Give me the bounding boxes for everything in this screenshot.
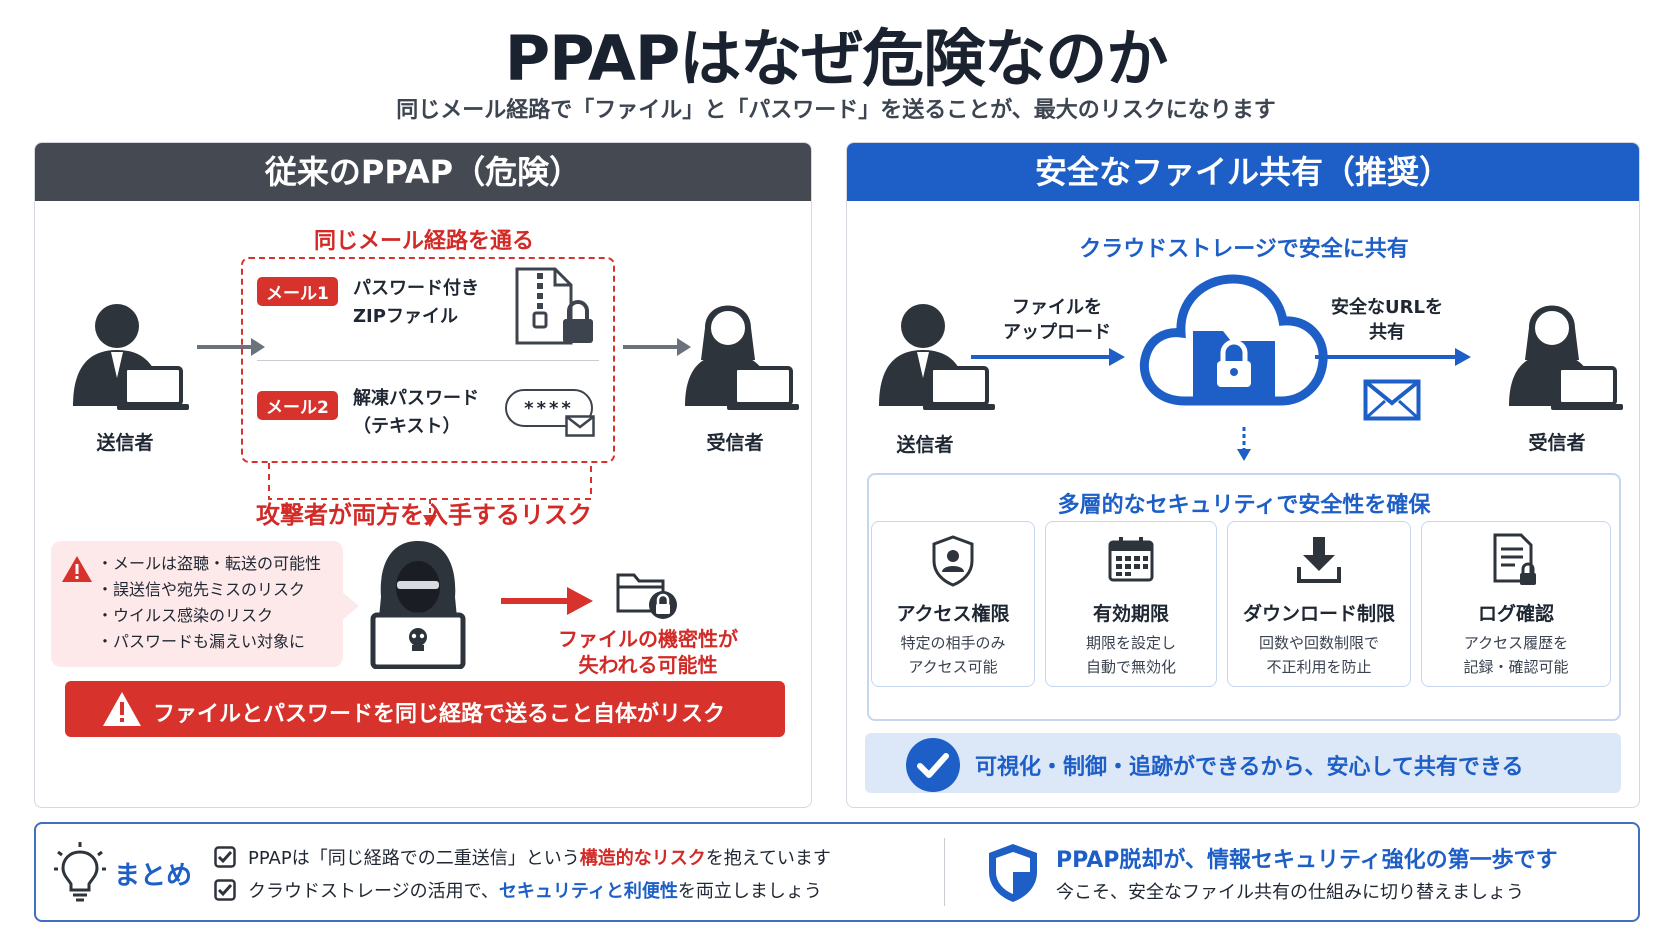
page-subtitle: 同じメール経路で「ファイル」と「パスワード」を送ることが、最大のリスクになります xyxy=(396,98,1276,123)
feature-desc: 自動で無効化 xyxy=(1085,658,1176,676)
risk-item: ・誤送信や宛先ミスのリスク xyxy=(97,580,306,599)
share-arrow-icon xyxy=(1315,348,1471,366)
arrow-right-icon xyxy=(623,338,691,356)
mail-envelope-icon xyxy=(565,415,595,437)
risk-list-bubble xyxy=(51,541,343,667)
summary-point-1: PPAPは「同じ経路での二重送信」という構造的なリスクを抱えています xyxy=(248,844,831,870)
secure-panel-header: 安全なファイル共有（推奨） xyxy=(847,143,1639,201)
shield-user-icon xyxy=(932,535,974,587)
share-line1: 安全なURLを xyxy=(1331,297,1443,318)
red-arrow-icon xyxy=(501,587,593,615)
secure-banner-text: 可視化・制御・追跡ができるから、安心して共有できる xyxy=(975,755,1524,780)
risk-item: ・ウイルス感染のリスク xyxy=(97,606,274,625)
risk-item: ・メールは盗聴・転送の可能性 xyxy=(97,554,322,573)
feature-desc: アクセス可能 xyxy=(908,658,998,676)
legacy-panel-header: 従来のPPAP（危険） xyxy=(35,143,811,201)
summary-highlight: セキュリティと利便性 xyxy=(498,881,678,902)
down-arrow-icon xyxy=(1237,427,1251,461)
risk-warning-banner xyxy=(65,681,785,737)
secure-banner xyxy=(865,733,1621,793)
receiver-label: 受信者 xyxy=(1528,432,1586,454)
calendar-icon xyxy=(1108,537,1154,582)
summary-text: PPAPは「同じ経路での二重送信」という xyxy=(248,848,580,869)
risk-item: ・パスワードも漏えい対象に xyxy=(97,632,306,651)
receiver-label: 受信者 xyxy=(706,432,764,454)
route-leak-arrow xyxy=(268,463,592,527)
secure-sharing-panel: 安全なファイル共有（推奨） クラウドストレージで安全に共有 送信者 ファイルを … xyxy=(846,142,1640,808)
mail1-tag: メール1 xyxy=(257,277,338,306)
loss-line2: 失われる可能性 xyxy=(578,653,718,677)
zip-lock-icon xyxy=(515,267,593,345)
summary-divider xyxy=(944,838,945,906)
upload-line1: ファイルを xyxy=(1012,297,1102,318)
feature-title: アクセス権限 xyxy=(896,603,1010,625)
lightbulb-icon xyxy=(54,842,106,902)
mail2-tag: メール2 xyxy=(257,391,338,420)
risk-warning-text: ファイルとパスワードを同じ経路で送ること自体がリスク xyxy=(153,702,726,727)
same-route-label: 同じメール経路を通る xyxy=(313,229,534,254)
bubble-tail xyxy=(341,591,359,621)
feature-title: 有効期限 xyxy=(1092,603,1169,625)
feature-desc: 特定の相手のみ xyxy=(900,634,1006,652)
warning-triangle-icon xyxy=(103,692,141,726)
legacy-ppap-panel: 従来のPPAP（危険） 同じメール経路を通る 送信者 メール1 パスワード付き … xyxy=(34,142,812,808)
loss-line1: ファイルの機密性が xyxy=(558,627,738,651)
document-lock-icon xyxy=(1493,533,1536,585)
checkbox-icon xyxy=(214,846,236,868)
warning-triangle-icon xyxy=(62,556,92,582)
mail1-line2: ZIPファイル xyxy=(353,306,458,327)
folder-lock-icon xyxy=(616,573,677,619)
feature-desc: 不正利用を防止 xyxy=(1266,658,1372,676)
sender-person-icon xyxy=(73,304,189,410)
mail2-line2: （テキスト） xyxy=(353,416,461,437)
mail2-line1: 解凍パスワード xyxy=(353,388,479,409)
summary-right-text: 今こそ、安全なファイル共有の仕組みに切り替えましょう xyxy=(1056,882,1524,903)
download-icon xyxy=(1297,537,1341,583)
security-title: 多層的なセキュリティで安全性を確保 xyxy=(1057,493,1431,518)
receiver-person-icon xyxy=(685,305,799,410)
summary-highlight: 構造的なリスク xyxy=(579,848,706,869)
arrow-right-icon xyxy=(197,338,265,356)
sender-label: 送信者 xyxy=(896,434,954,456)
password-mask: **** xyxy=(524,398,574,419)
page-title: PPAPはなぜ危険なのか xyxy=(504,22,1169,95)
mail1-line1: パスワード付き xyxy=(353,278,479,299)
same-route-box xyxy=(241,257,615,463)
attacker-risk-label: 攻撃者が両方を入手するリスク xyxy=(256,501,592,529)
sender-person-icon xyxy=(879,304,995,410)
receiver-person-icon xyxy=(1509,305,1623,410)
summary-box xyxy=(34,822,1640,922)
feature-desc: 記録・確認可能 xyxy=(1463,658,1569,676)
summary-point-2: クラウドストレージの活用で、セキュリティと利便性を両立しましょう xyxy=(248,877,822,903)
feature-desc: アクセス履歴を xyxy=(1463,634,1569,652)
summary-text: を両立しましょう xyxy=(677,881,822,902)
summary-label: まとめ xyxy=(114,861,193,891)
risk-list: ・メールは盗聴・転送の可能性 ・誤送信や宛先ミスのリスク ・ウイルス感染のリスク… xyxy=(97,551,321,655)
checkbox-icon xyxy=(214,879,236,901)
attacker-hacker-icon xyxy=(370,541,466,669)
route-divider xyxy=(257,360,599,361)
summary-right-title: PPAP脱却が、情報セキュリティ強化の第一歩です xyxy=(1056,848,1558,873)
upload-line2: アップロード xyxy=(1003,322,1111,343)
summary-text: クラウドストレージの活用で、 xyxy=(248,881,499,902)
mail-envelope-icon xyxy=(1363,379,1421,421)
share-line2: 共有 xyxy=(1369,322,1405,343)
sender-label: 送信者 xyxy=(96,432,154,454)
upload-arrow-icon xyxy=(971,348,1125,366)
summary-text: を抱えています xyxy=(705,848,831,869)
feature-title: ログ確認 xyxy=(1477,603,1554,625)
shield-icon xyxy=(989,844,1037,902)
feature-desc: 回数や回数制限で xyxy=(1258,634,1379,652)
check-circle-icon xyxy=(906,738,960,792)
cloud-share-label: クラウドストレージで安全に共有 xyxy=(1079,237,1409,262)
password-field-icon: **** xyxy=(505,389,593,427)
cloud-folder-lock-icon xyxy=(1139,274,1328,406)
feature-desc: 期限を設定し xyxy=(1085,634,1176,652)
feature-title: ダウンロード制限 xyxy=(1242,603,1395,625)
